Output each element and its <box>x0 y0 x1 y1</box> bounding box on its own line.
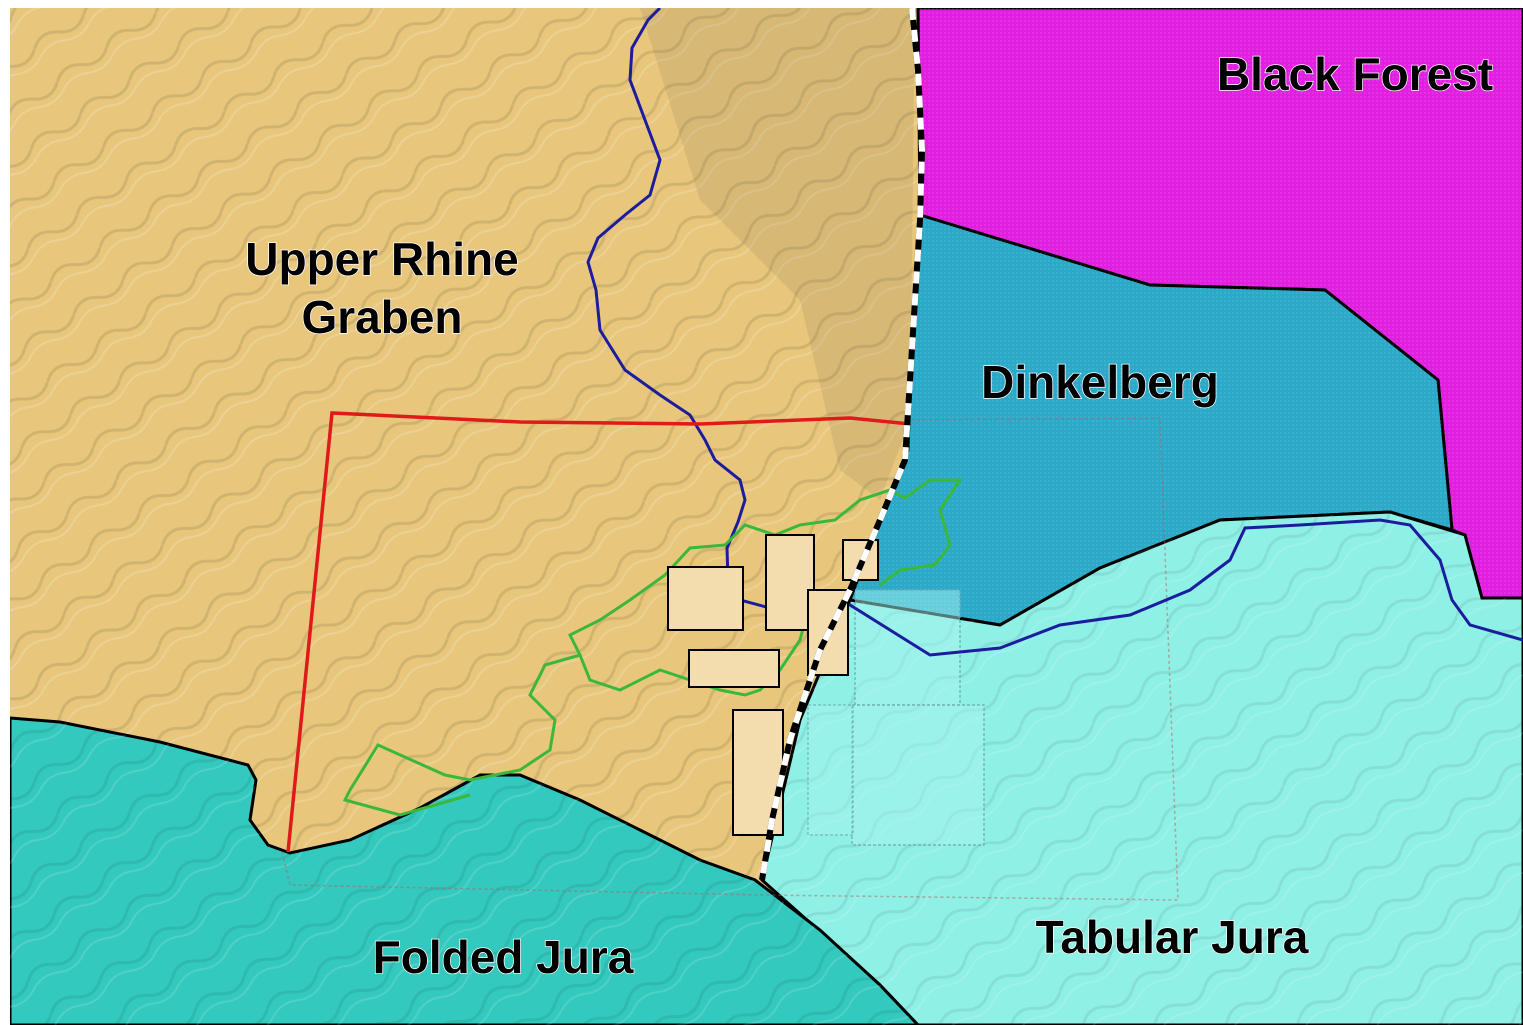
study-area-outline-faint <box>281 417 1179 901</box>
river <box>586 8 1523 657</box>
parcel <box>688 649 780 688</box>
hillshade-dark-area <box>640 8 915 500</box>
label-dinkelberg: Dinkelberg <box>981 356 1219 408</box>
label-upper-rhine-graben-line2: Graben <box>301 291 462 343</box>
parcel-faint <box>807 704 854 836</box>
label-black-forest: Black Forest <box>1217 48 1493 100</box>
parcel-faint <box>851 704 985 846</box>
green-boundary <box>342 478 963 817</box>
label-tabular-jura: Tabular Jura <box>1036 911 1309 963</box>
label-folded-jura: Folded Jura <box>373 931 634 983</box>
parcel <box>667 566 744 631</box>
fault-line-dashed <box>759 8 926 881</box>
parcel <box>765 534 815 631</box>
study-area-boundary <box>286 411 911 853</box>
label-upper-rhine-graben-line1: Upper Rhine <box>245 233 518 285</box>
parcel-faint <box>854 589 961 706</box>
